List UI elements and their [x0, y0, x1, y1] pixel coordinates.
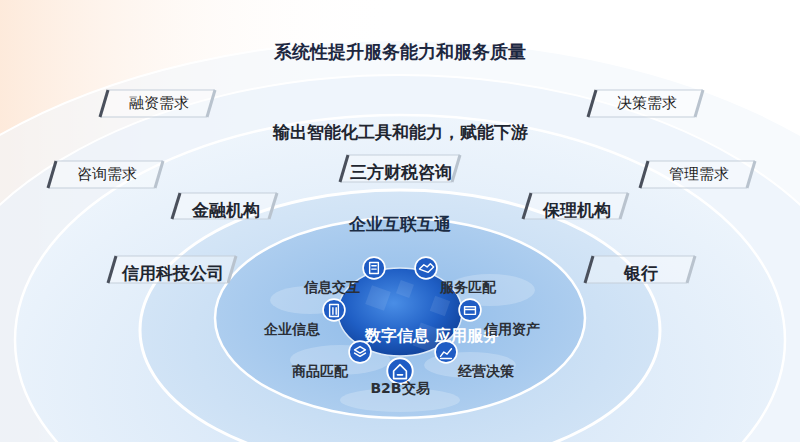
- service-item: 信息交互: [278, 256, 386, 280]
- tag-label: 管理需求: [667, 165, 729, 184]
- tag-label: 决策需求: [615, 94, 677, 113]
- category-tag: 信用科技公司: [108, 256, 236, 283]
- service-item: B2B交易: [362, 357, 438, 413]
- tag-label: 咨询需求: [75, 165, 137, 184]
- item-icon: [322, 298, 346, 322]
- item-label: 经营决策: [434, 363, 538, 381]
- ring-heading: 输出智能化工具和能力，赋能下游: [15, 121, 785, 144]
- category-tag: 保理机构: [523, 193, 628, 219]
- item-label: 服务匹配: [414, 279, 522, 297]
- service-item: 企业信息: [238, 298, 346, 322]
- category-tag: 融资需求: [100, 90, 215, 117]
- item-label: B2B交易: [362, 380, 438, 398]
- item-icon: [362, 256, 386, 280]
- item-label: 信用资产: [458, 321, 566, 339]
- diagram-title: 系统性提升服务能力和服务质量: [0, 40, 800, 64]
- tag-label: 信用科技公司: [108, 262, 236, 285]
- tag-label: 融资需求: [127, 94, 189, 113]
- service-item: 服务匹配: [414, 256, 522, 280]
- category-tag: 三方财税咨询: [340, 155, 460, 182]
- category-tag: 银行: [585, 256, 695, 283]
- item-icon: [434, 340, 458, 364]
- tag-label: 金融机构: [172, 199, 277, 222]
- service-item: 信用资产: [458, 298, 566, 322]
- item-icon: [348, 340, 372, 364]
- item-label: 商品匹配: [268, 363, 372, 381]
- tag-label: 银行: [585, 262, 695, 285]
- middle-ring: 信息交互服务匹配企业信息数字信息 应用服务信用资产商品匹配经营决策B2B交易企业…: [140, 190, 660, 442]
- category-tag: 咨询需求: [48, 161, 163, 188]
- core-label: 数字信息 应用服务: [365, 325, 435, 346]
- category-tag: 管理需求: [640, 161, 755, 188]
- category-tag: 金融机构: [172, 193, 277, 219]
- tag-label: 三方财税咨询: [340, 161, 460, 184]
- tag-label: 保理机构: [523, 199, 628, 222]
- item-label: 信息交互: [278, 279, 386, 297]
- service-item: 经营决策: [434, 340, 538, 364]
- service-item: 商品匹配: [268, 340, 372, 364]
- item-icon: [458, 298, 482, 322]
- category-tag: 决策需求: [588, 90, 703, 117]
- item-label: 企业信息: [238, 321, 346, 339]
- item-icon: [414, 256, 438, 280]
